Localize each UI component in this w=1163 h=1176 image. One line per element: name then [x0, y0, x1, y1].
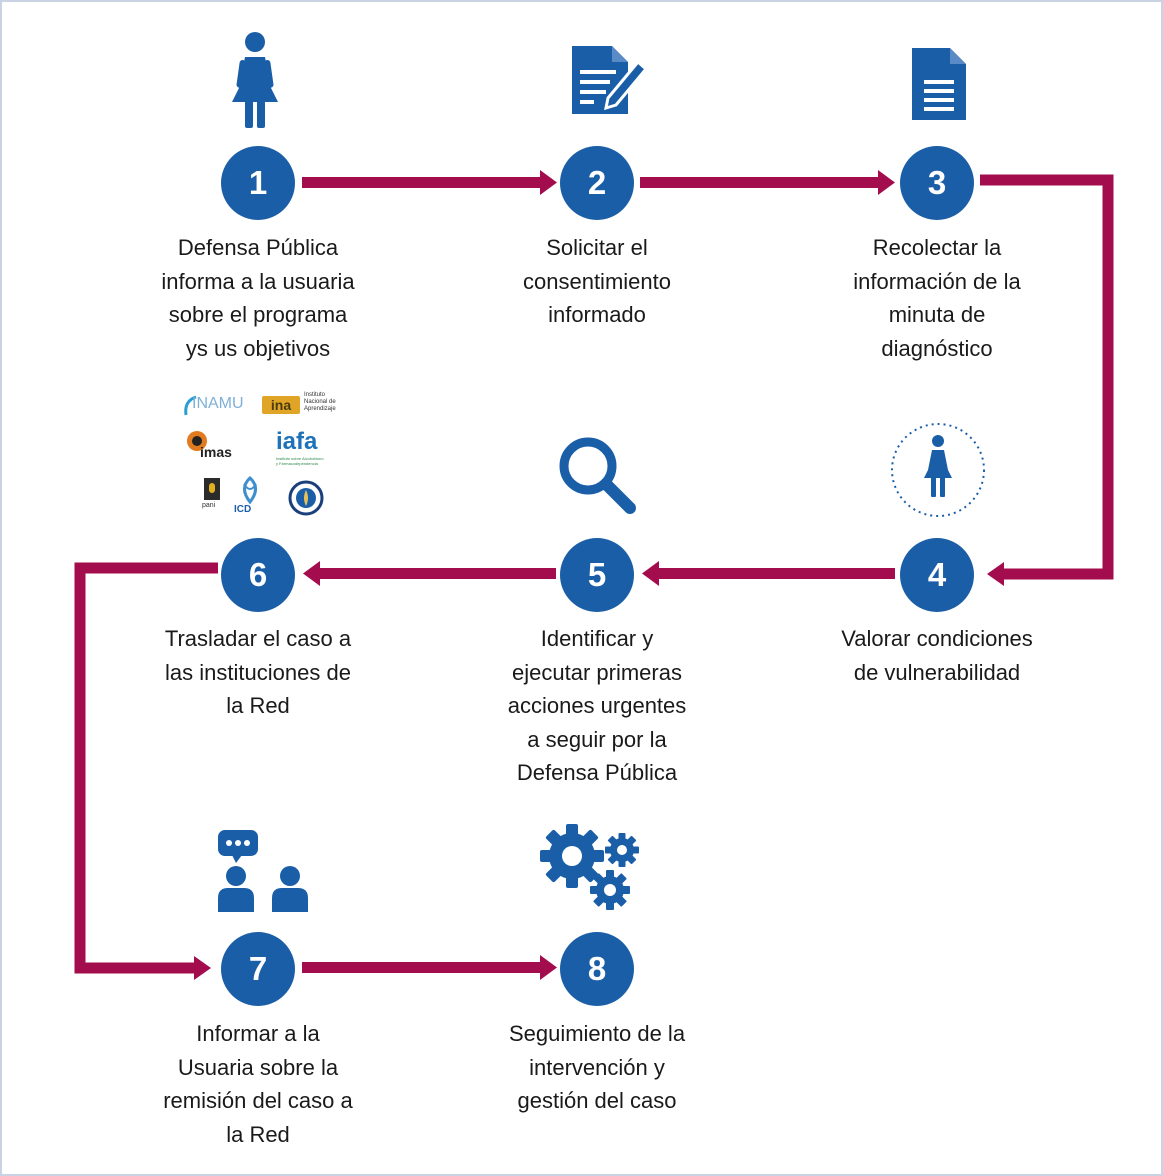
step-6-circle: 6	[221, 538, 295, 612]
iafa-logo-sub: Instituto sobre Alcoholismo y Farmacodep…	[276, 456, 324, 466]
arrow-4-to-5	[642, 561, 895, 586]
ina-logo-name: Instituto Nacional de Aprendizaje	[304, 392, 336, 412]
step-2-circle: 2	[560, 146, 634, 220]
ina-logo: ina Instituto Nacional de Aprendizaje	[262, 392, 357, 424]
arrow-2-to-3	[640, 170, 895, 195]
step-2-label: Solicitar el consentimiento informado	[523, 235, 671, 327]
icd-logo: ICD	[232, 476, 268, 522]
arrow-5-to-6	[303, 561, 556, 586]
step-1-circle: 1	[221, 146, 295, 220]
icd-logo-text: ICD	[234, 504, 252, 515]
step-5-label: Identificar y ejecutar primeras acciones…	[507, 626, 687, 785]
step-8-label: Seguimiento de la intervención y gestión…	[508, 1021, 686, 1113]
ina-logo-mark: ina	[262, 396, 300, 414]
institution-logos: INAMU ina Instituto Nacional de Aprendiz…	[182, 388, 357, 523]
arrow-3-to-4	[980, 174, 1114, 586]
step-7-label: Informar a la Usuaria sobre la remisión …	[163, 1021, 353, 1147]
imas-logo: imas	[186, 430, 256, 464]
step-6-label: Trasladar el caso a las instituciones de…	[164, 626, 352, 718]
inamu-logo: INAMU	[182, 392, 260, 420]
iafa-logo: iafa Instituto sobre Alcoholismo y Farma…	[270, 428, 356, 468]
document-icon	[912, 48, 966, 120]
document-pen-icon	[572, 46, 649, 114]
pani-logo: pani	[202, 478, 226, 522]
step-7-circle: 7	[221, 932, 295, 1006]
step-4-label: Valorar condiciones de vulnerabilidad	[841, 626, 1033, 685]
woman-icon	[232, 32, 278, 128]
woman-dotted-circle-icon	[891, 423, 985, 517]
iafa-logo-text: iafa	[276, 428, 318, 455]
pani-logo-text: pani	[202, 502, 216, 509]
step-8-circle: 8	[560, 932, 634, 1006]
seal-logo	[288, 480, 324, 516]
step-5-circle: 5	[560, 538, 634, 612]
arrow-1-to-2	[302, 170, 557, 195]
magnifier-icon	[559, 437, 636, 514]
people-chat-icon	[218, 830, 308, 912]
inamu-logo-text: INAMU	[192, 395, 244, 412]
arrow-7-to-8	[302, 955, 557, 980]
gears-icon	[540, 824, 639, 910]
step-1-label: Defensa Pública informa a la usuaria sob…	[161, 235, 355, 361]
imas-logo-text: imas	[200, 444, 232, 460]
step-4-circle: 4	[900, 538, 974, 612]
step-3-circle: 3	[900, 146, 974, 220]
step-3-label: Recolectar la información de la minuta d…	[853, 235, 1021, 361]
arrow-6-to-7	[74, 562, 218, 980]
